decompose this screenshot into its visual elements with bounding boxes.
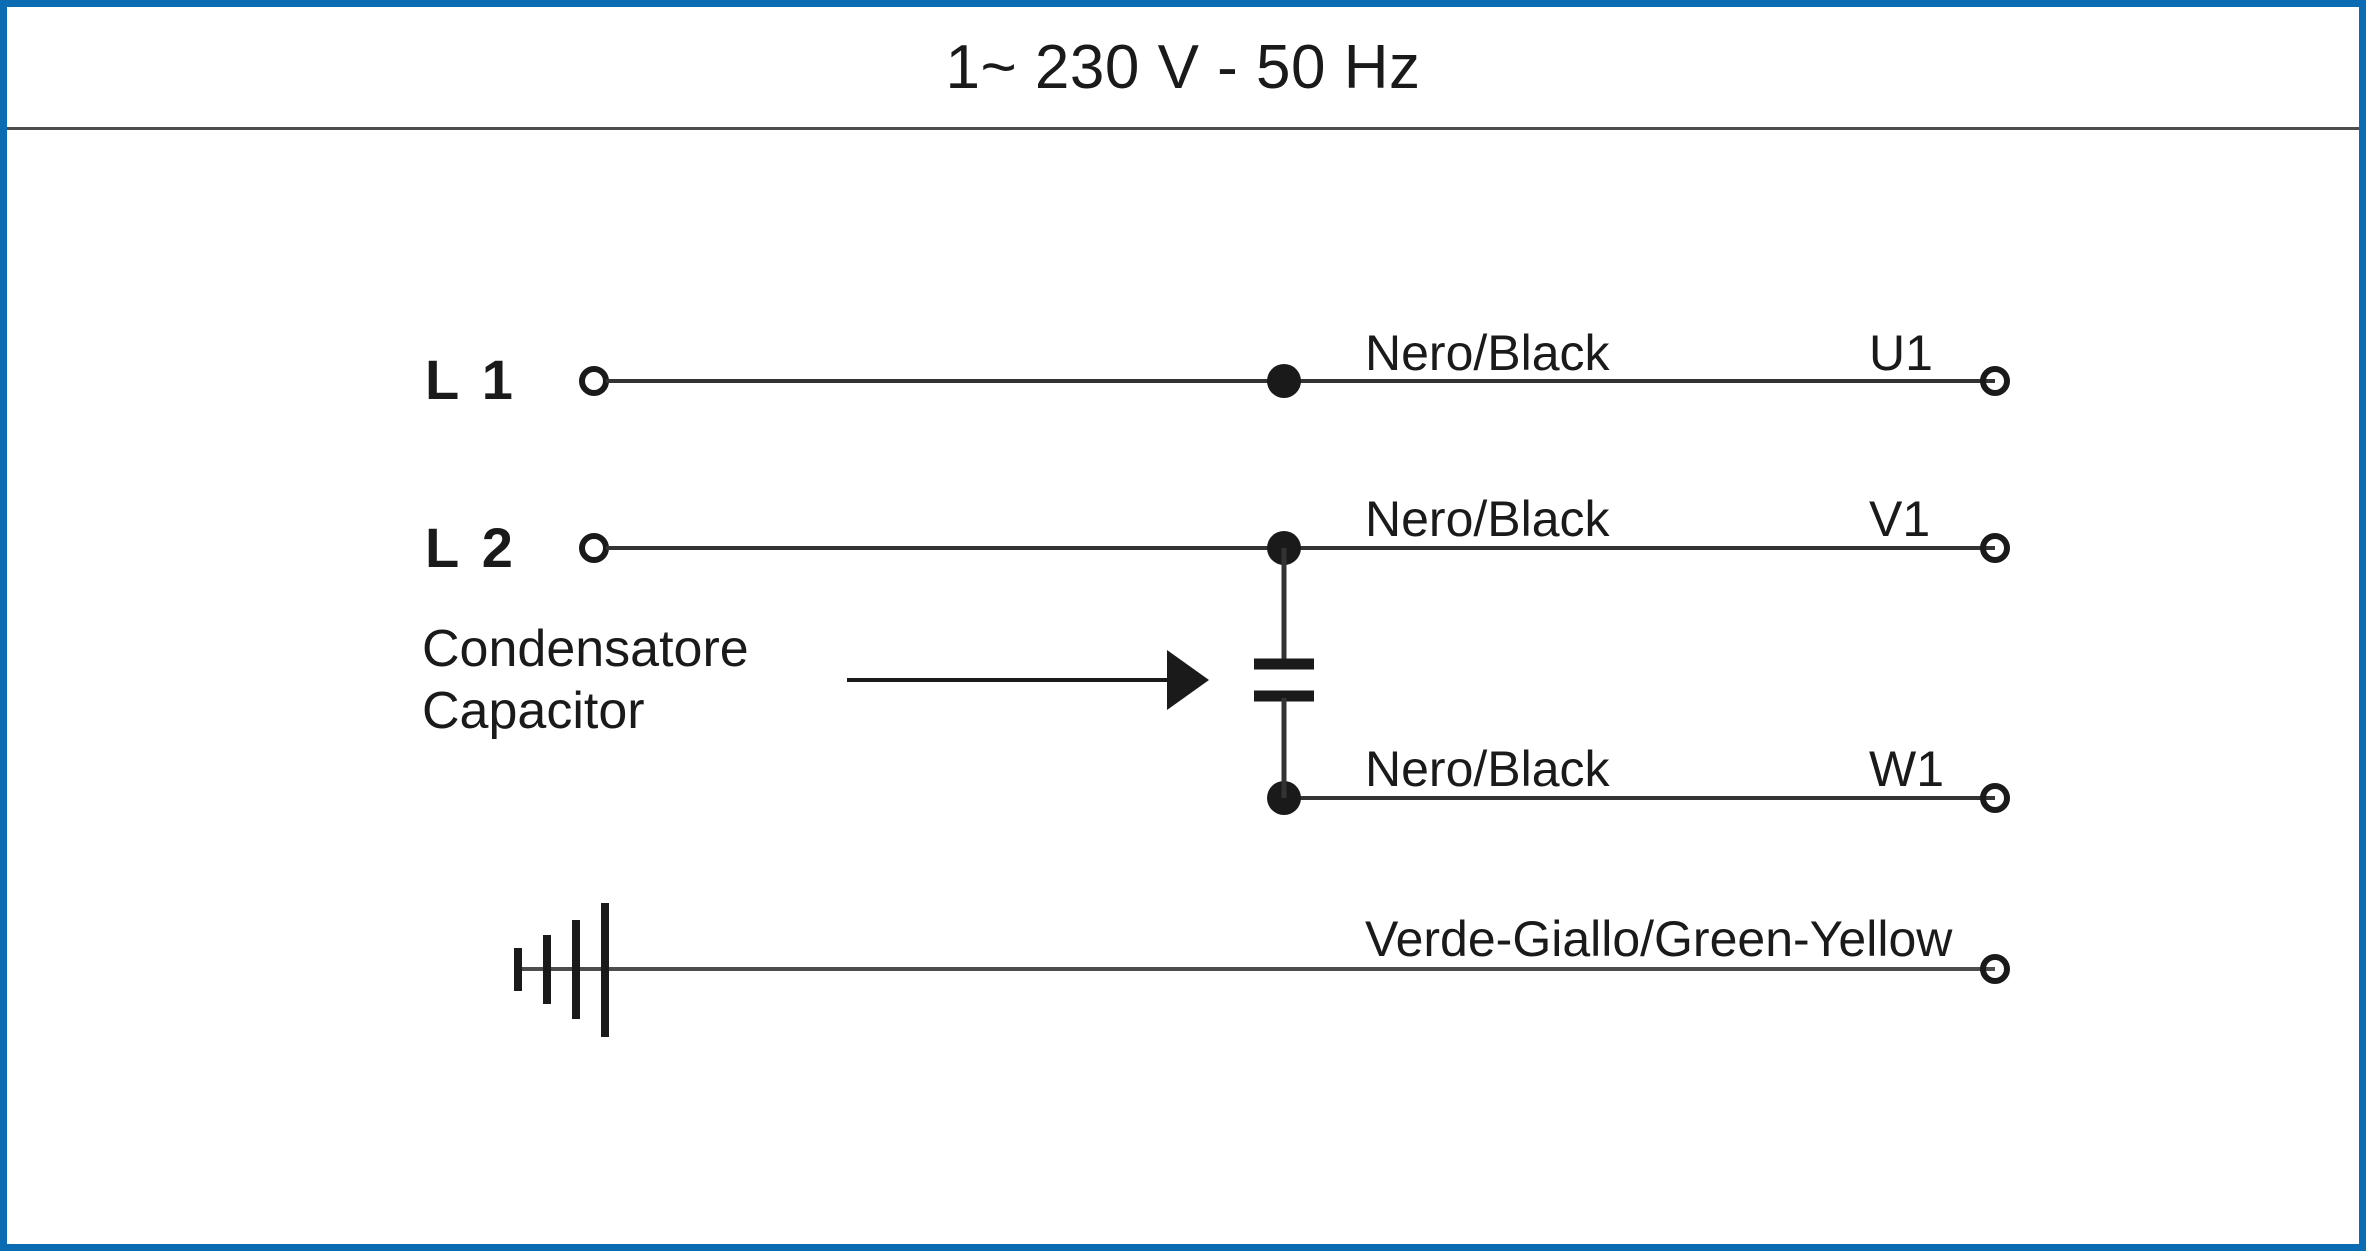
capacitor-pointer-arrow	[847, 650, 1209, 710]
wire-label-u1: Nero/Black	[1365, 325, 1610, 381]
terminal-circle-earth	[1980, 954, 2010, 984]
capacitor-label-en: Capacitor	[422, 682, 645, 740]
wire-label-w1: Nero/Black	[1365, 741, 1610, 797]
terminal-circle-l2	[579, 533, 609, 563]
capacitor-label-it: Condensatore	[422, 620, 749, 678]
terminal-label-w1: W1	[1869, 741, 1944, 797]
terminal-circle-u1	[1980, 366, 2010, 396]
wire-label-earth: Verde-Giallo/Green-Yellow	[1365, 911, 1953, 967]
junction-dot-u1	[1267, 364, 1301, 398]
terminal-label-u1: U1	[1869, 325, 1933, 381]
supply-terminal-label-l1: L 1	[425, 348, 517, 411]
terminal-label-v1: V1	[1869, 491, 1931, 547]
supply-terminal-label-l2: L 2	[425, 516, 517, 579]
terminal-circle-l1	[579, 366, 609, 396]
capacitor-symbol	[1254, 548, 1314, 798]
circuit-row-v1	[579, 531, 2010, 565]
page-title: 1~ 230 V - 50 Hz	[945, 32, 1421, 102]
diagram-title-bar: 1~ 230 V - 50 Hz	[7, 7, 2359, 130]
circuit-schematic	[514, 364, 2010, 1037]
circuit-row-earth	[514, 903, 2010, 1037]
terminal-circle-v1	[1980, 533, 2010, 563]
circuit-row-u1	[579, 364, 2010, 398]
wire-label-v1: Nero/Black	[1365, 491, 1610, 547]
terminal-circle-w1	[1980, 783, 2010, 813]
arrow-head-icon	[1167, 650, 1209, 710]
circuit-row-w1	[1267, 781, 2010, 815]
